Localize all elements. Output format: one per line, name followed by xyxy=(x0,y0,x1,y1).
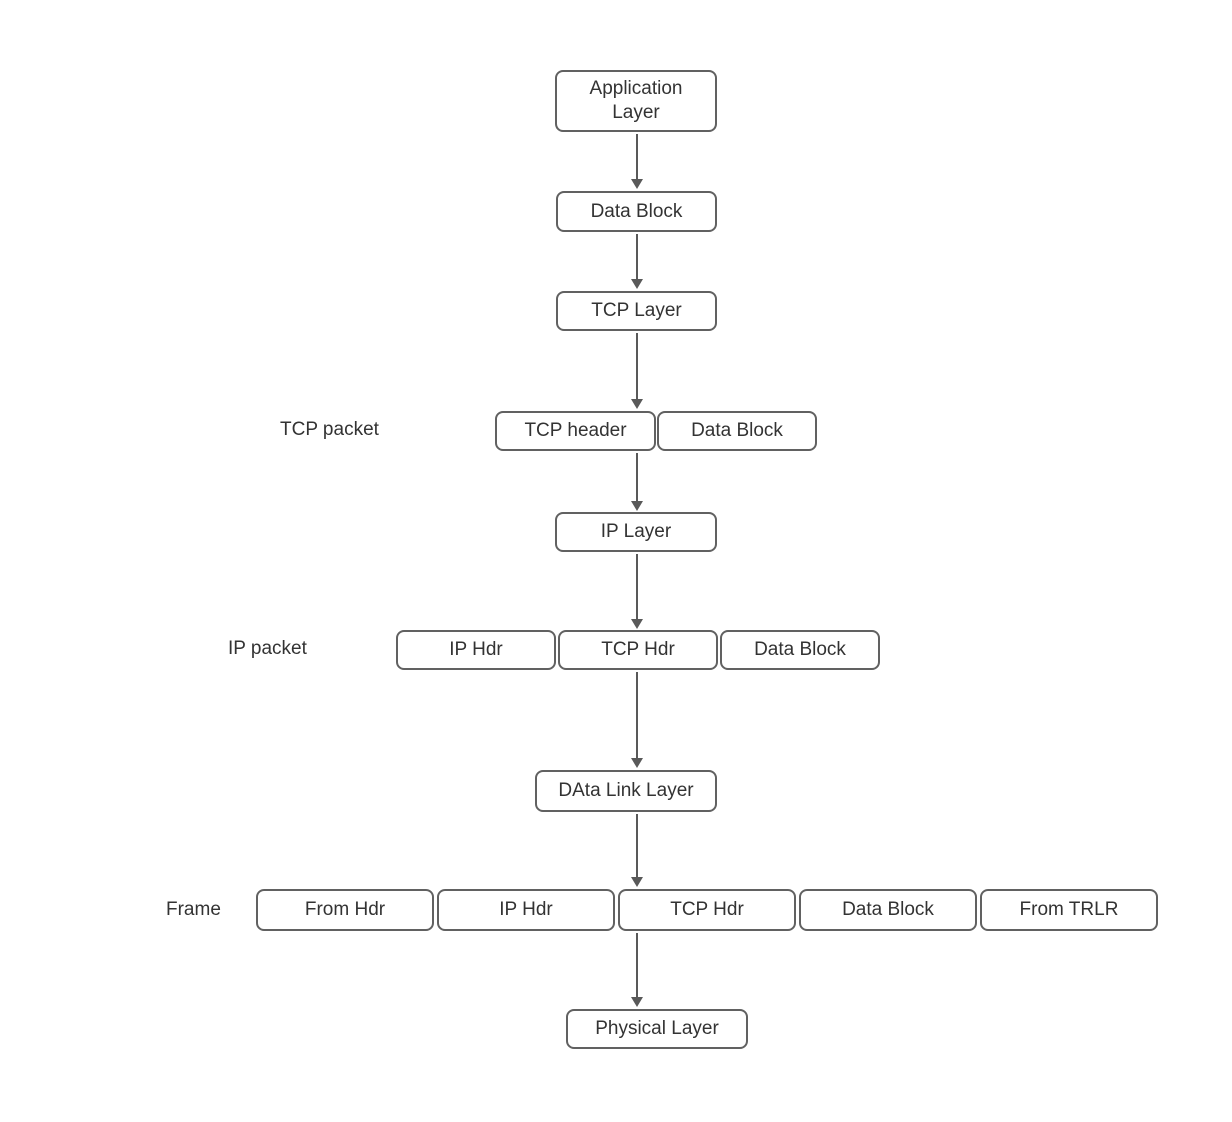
node-tcp-header: TCP header xyxy=(495,411,656,451)
arrow-data-block-to-tcp-layer-icon xyxy=(631,234,643,289)
label-ip-packet: IP packet xyxy=(228,638,307,659)
arrow-frame-to-physical-icon xyxy=(631,933,643,1007)
node-tcp-layer: TCP Layer xyxy=(556,291,717,331)
node-frame-data-block: Data Block xyxy=(799,889,977,931)
node-ip-packet-data-block: Data Block xyxy=(720,630,880,670)
arrow-tcp-packet-to-ip-layer-icon xyxy=(631,453,643,511)
node-data-link-layer: DAta Link Layer xyxy=(535,770,717,812)
node-ip-layer: IP Layer xyxy=(555,512,717,552)
node-frame-from-hdr: From Hdr xyxy=(256,889,434,931)
node-frame-from-trlr: From TRLR xyxy=(980,889,1158,931)
node-frame-tcp-hdr: TCP Hdr xyxy=(618,889,796,931)
label-tcp-packet: TCP packet xyxy=(280,419,379,440)
node-application-layer: Application Layer xyxy=(555,70,717,132)
node-physical-layer: Physical Layer xyxy=(566,1009,748,1049)
arrow-data-link-to-frame-icon xyxy=(631,814,643,887)
arrow-ip-packet-to-data-link-icon xyxy=(631,672,643,768)
arrow-tcp-layer-to-tcp-packet-icon xyxy=(631,333,643,409)
arrow-ip-layer-to-ip-packet-icon xyxy=(631,554,643,629)
arrow-application-to-data-block-icon xyxy=(631,134,643,189)
node-ip-packet-tcp-hdr: TCP Hdr xyxy=(558,630,718,670)
node-ip-packet-ip-hdr: IP Hdr xyxy=(396,630,556,670)
node-tcp-packet-data-block: Data Block xyxy=(657,411,817,451)
node-data-block: Data Block xyxy=(556,191,717,232)
label-frame: Frame xyxy=(166,899,221,920)
node-frame-ip-hdr: IP Hdr xyxy=(437,889,615,931)
